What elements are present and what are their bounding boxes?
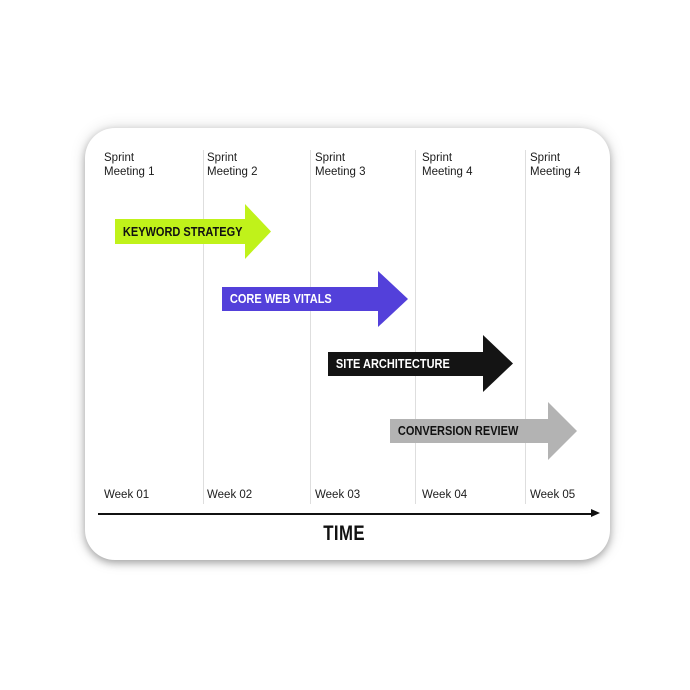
column-header-line2: Meeting 2: [207, 166, 258, 178]
task-arrowhead-core-web-vitals: [378, 271, 408, 327]
task-arrow-site-architecture: SITE ARCHITECTURE: [328, 352, 483, 376]
time-axis-line: [98, 513, 591, 515]
task-arrow-core-web-vitals: CORE WEB VITALS: [222, 287, 378, 311]
column-separator: [525, 150, 526, 504]
task-label: SITE ARCHITECTURE: [335, 357, 450, 371]
week-label-01: Week 01: [104, 489, 150, 501]
task-arrow-keyword-strategy: KEYWORD STRATEGY: [115, 219, 245, 244]
week-label-03: Week 03: [315, 489, 361, 501]
column-separator: [415, 150, 416, 504]
task-arrowhead-conversion-review: [548, 402, 577, 460]
week-label-04: Week 04: [422, 489, 468, 501]
column-header-line1: Sprint: [315, 152, 346, 164]
column-header-line2: Meeting 4: [530, 166, 581, 178]
time-axis-arrowhead-icon: [591, 509, 600, 517]
column-header-line1: Sprint: [530, 152, 561, 164]
column-header-sprint-meeting-1: Sprint Meeting 1: [104, 151, 155, 179]
column-header-line2: Meeting 3: [315, 166, 366, 178]
column-header-line1: Sprint: [422, 152, 453, 164]
column-separator: [310, 150, 311, 504]
week-label-02: Week 02: [207, 489, 253, 501]
column-header-line2: Meeting 4: [422, 166, 473, 178]
task-label: CONVERSION REVIEW: [397, 424, 519, 438]
column-header-sprint-meeting-2: Sprint Meeting 2: [207, 151, 258, 179]
column-header-sprint-meeting-3: Sprint Meeting 3: [315, 151, 366, 179]
task-label: CORE WEB VITALS: [229, 292, 332, 306]
column-header-line1: Sprint: [207, 152, 238, 164]
column-header-sprint-meeting-4: Sprint Meeting 4: [422, 151, 473, 179]
column-separator: [203, 150, 204, 504]
time-axis-label-text: TIME: [323, 522, 366, 545]
column-header-sprint-meeting-5: Sprint Meeting 4: [530, 151, 581, 179]
timeline-card: Sprint Meeting 1 Sprint Meeting 2 Sprint…: [85, 128, 610, 560]
time-axis-label: TIME: [98, 522, 591, 546]
week-label-05: Week 05: [530, 489, 576, 501]
column-header-line2: Meeting 1: [104, 166, 155, 178]
task-arrowhead-site-architecture: [483, 335, 513, 392]
column-header-line1: Sprint: [104, 152, 135, 164]
task-arrow-conversion-review: CONVERSION REVIEW: [390, 419, 548, 443]
task-label: KEYWORD STRATEGY: [122, 224, 243, 239]
task-arrowhead-keyword-strategy: [245, 204, 271, 259]
